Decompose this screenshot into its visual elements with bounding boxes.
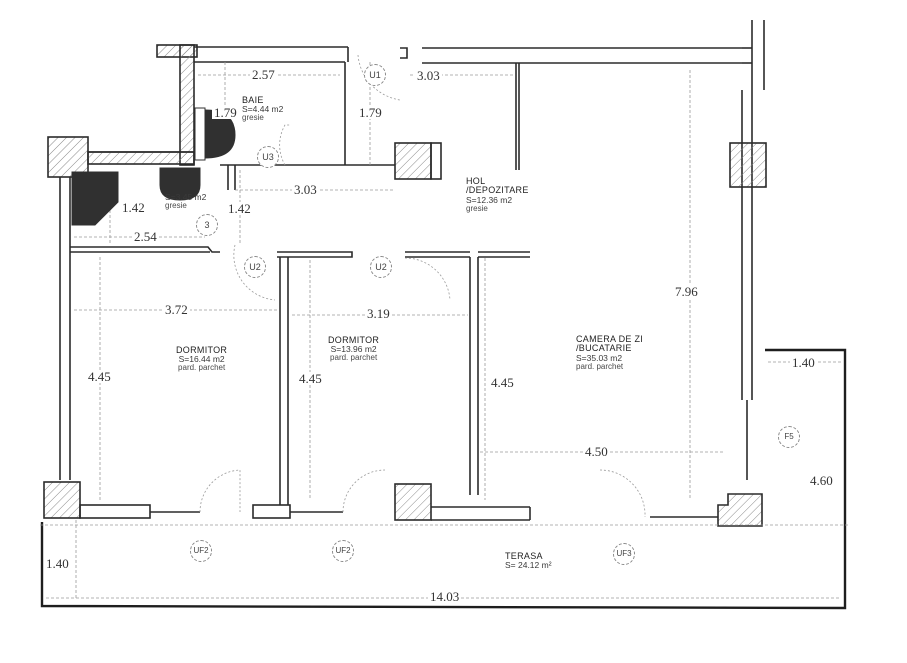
dim-baie2-width: 2.54 — [132, 229, 159, 244]
window-tag-uf2-right: UF2 — [332, 540, 354, 562]
room-name: DORMITOR — [328, 335, 380, 345]
dim-camera-width: 4.50 — [583, 444, 610, 459]
dim-baie-width: 2.57 — [250, 67, 277, 82]
window-tag-f5: F5 — [778, 426, 800, 448]
dim-baie-height: 1.79 — [212, 105, 239, 120]
room-area: S=12.36 m2 — [466, 194, 513, 205]
dim-camera-length: 7.96 — [673, 284, 700, 299]
room-name-secondary: /BUCATARIE — [576, 343, 632, 354]
room-floor: gresie — [242, 113, 264, 123]
room-name: TERASA — [505, 551, 543, 561]
door-swings — [199, 54, 646, 518]
door-tag-u3: U3 — [257, 146, 279, 168]
door-tag-u2-left: U2 — [244, 256, 266, 278]
dim-hol-width: 3.03 — [292, 182, 319, 197]
fixtures — [71, 107, 236, 226]
room-floor: pard. parchet — [576, 361, 624, 371]
room-floor: pard. parchet — [178, 363, 226, 373]
window-tag-uf3: UF3 — [613, 543, 635, 565]
room-name: DORMITOR — [176, 345, 228, 355]
room-name: BAIE — [242, 95, 264, 105]
room-floor: gresie — [466, 203, 488, 213]
window-tag-uf2-left: UF2 — [190, 540, 212, 562]
room-area: S=13.96 m2 — [330, 344, 377, 355]
walls — [43, 20, 767, 527]
dim-dormitor1-width: 3.72 — [163, 302, 190, 317]
room-name: HOL — [466, 176, 486, 186]
room-label-baie-2: S=3.45 m2 gresie — [165, 193, 206, 210]
dim-u1-height: 1.79 — [357, 105, 384, 120]
dim-terrace-depth: 1.40 — [44, 556, 71, 571]
dim-dormitor1-height: 4.45 — [86, 369, 113, 384]
dim-baie2-height-left: 1.42 — [120, 200, 147, 215]
room-name: CAMERA DE ZI — [576, 334, 644, 344]
room-floor: gresie — [165, 200, 187, 210]
dim-total-width: 14.03 — [428, 589, 462, 604]
room-label-camera-de-zi: CAMERA DE ZI /BUCATARIE S=35.03 m2 pard.… — [576, 334, 644, 371]
dim-top-corridor: 3.03 — [415, 68, 442, 83]
dim-camera-height: 4.45 — [489, 375, 516, 390]
room-name-secondary: /DEPOZITARE — [466, 185, 529, 196]
room-label-dormitor-1: DORMITOR S=16.44 m2 pard. parchet — [176, 345, 228, 373]
room-label-terasa: TERASA S= 24.12 m² — [505, 551, 552, 571]
room-floor: pard. parchet — [330, 353, 378, 363]
room-area: S=3.45 m2 — [165, 192, 207, 202]
dim-dormitor2-height: 4.45 — [297, 371, 324, 386]
terrace-outline — [40, 348, 847, 610]
room-label-hol: HOL /DEPOZITARE S=12.36 m2 gresie — [466, 176, 529, 213]
room-label-baie: BAIE S=4.44 m2 gresie — [242, 95, 284, 123]
room-area: S= 24.12 m² — [505, 560, 552, 571]
dim-terrace-side-height: 4.60 — [808, 473, 835, 488]
dim-terrace-side-width: 1.40 — [790, 355, 817, 370]
room-area: S=35.03 m2 — [576, 352, 623, 363]
room-area: S=4.44 m2 — [242, 104, 284, 115]
door-tag-u2-right: U2 — [370, 256, 392, 278]
room-area: S=16.44 m2 — [178, 354, 225, 365]
door-tag-u3b: 3 — [196, 214, 218, 236]
dim-baie2-height-right: 1.42 — [226, 201, 253, 216]
dim-dormitor2-width: 3.19 — [365, 306, 392, 321]
door-tag-u1: U1 — [364, 64, 386, 86]
room-label-dormitor-2: DORMITOR S=13.96 m2 pard. parchet — [328, 335, 380, 363]
